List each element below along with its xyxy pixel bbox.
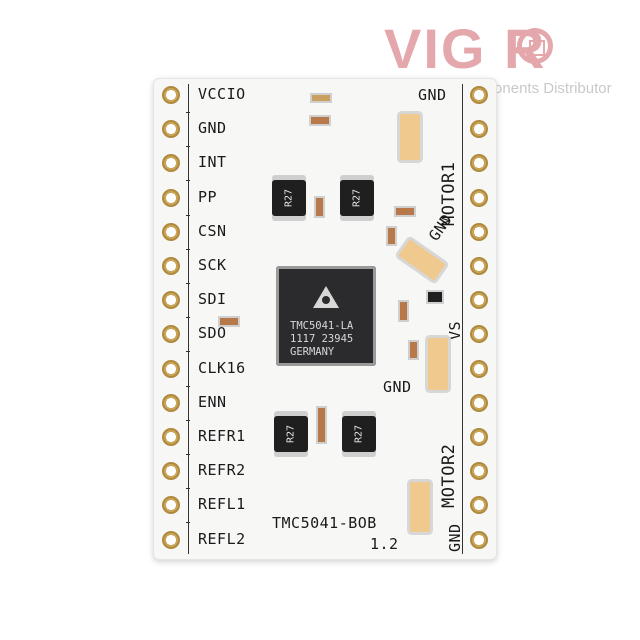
chip-date-code: 1117 23945 bbox=[290, 333, 354, 345]
left-pin-pad bbox=[162, 359, 180, 378]
right-pin-pad bbox=[470, 393, 488, 412]
smd-part-top bbox=[311, 117, 329, 124]
right-pin-pad bbox=[470, 462, 488, 481]
capacitor-motor2 bbox=[410, 482, 430, 532]
pin-label: INT bbox=[198, 153, 227, 172]
pin-label: REFL1 bbox=[198, 495, 246, 514]
left-pin-pad bbox=[162, 325, 180, 344]
left-pin-pad bbox=[162, 154, 180, 173]
smd-part-right-mid bbox=[388, 228, 395, 244]
chip-logo-icon bbox=[517, 28, 553, 64]
pin-label: PP bbox=[198, 187, 218, 206]
resistor-r27-bottom-right: R27 bbox=[342, 416, 376, 452]
right-pin-pad bbox=[470, 154, 488, 173]
smd-part-left bbox=[220, 318, 238, 325]
right-pin-pad bbox=[470, 428, 488, 446]
left-pin-pad bbox=[162, 86, 180, 104]
left-pin-pad bbox=[162, 496, 180, 515]
left-pin-pad bbox=[162, 120, 180, 139]
right-pin-pad bbox=[470, 188, 488, 207]
left-pin-pad bbox=[162, 222, 180, 241]
smd-part-vs bbox=[410, 342, 417, 358]
capacitor-motor1 bbox=[400, 114, 420, 160]
left-pin-pad bbox=[162, 462, 180, 481]
right-header-outline bbox=[462, 84, 463, 554]
right-pin-pad bbox=[470, 325, 488, 344]
right-pin-pad bbox=[470, 222, 488, 241]
left-pin-pad bbox=[162, 291, 180, 310]
resistor-r27-bottom-left: R27 bbox=[274, 416, 308, 452]
right-pin-pad bbox=[470, 291, 488, 310]
pin-label: CSN bbox=[198, 221, 227, 240]
label-motor2: MOTOR2 bbox=[439, 443, 459, 508]
board-version: 1.2 bbox=[370, 535, 399, 553]
left-header-outline bbox=[188, 84, 189, 554]
tmc5041-chip: TMC5041-LA 1117 23945 GERMANY bbox=[276, 266, 376, 366]
resistor-r27-top-left: R27 bbox=[272, 180, 306, 216]
pin-label: SDI bbox=[198, 290, 227, 309]
left-pin-pad bbox=[162, 188, 180, 207]
capacitor-vs bbox=[428, 338, 448, 390]
right-pin-pad bbox=[470, 86, 488, 104]
pin-label: REFR1 bbox=[198, 427, 246, 445]
pin-label: ENN bbox=[198, 392, 227, 411]
right-pin-pad bbox=[470, 120, 488, 139]
pin-label: CLK16 bbox=[198, 358, 246, 377]
label-gnd-bottom: GND bbox=[446, 523, 464, 552]
pin-label: REFL2 bbox=[198, 529, 246, 548]
triangle-logo-icon bbox=[313, 286, 339, 308]
label-gnd-lower: GND bbox=[383, 378, 412, 396]
smd-diode bbox=[428, 292, 442, 302]
board-name: TMC5041-BOB bbox=[272, 514, 377, 532]
left-pin-pad bbox=[162, 257, 180, 275]
label-vs: VS bbox=[446, 320, 464, 340]
smd-part-center-bottom bbox=[318, 408, 325, 442]
left-pin-pad bbox=[162, 530, 180, 549]
pin-label: GND bbox=[198, 119, 227, 138]
smd-part-right-top bbox=[396, 208, 414, 215]
right-pin-pad bbox=[470, 496, 488, 515]
pin-label: SCK bbox=[198, 256, 227, 274]
right-pin-pad bbox=[470, 530, 488, 549]
right-pin-pad bbox=[470, 359, 488, 378]
smd-part-right-lower bbox=[400, 302, 407, 320]
chip-origin: GERMANY bbox=[290, 346, 335, 358]
left-pin-pad bbox=[162, 393, 180, 412]
smd-part-center-top bbox=[316, 198, 323, 216]
right-pin-pad bbox=[470, 257, 488, 275]
pin-label: SDO bbox=[198, 324, 227, 343]
pin-label: VCCIO bbox=[198, 85, 246, 103]
chip-part-number: TMC5041-LA bbox=[290, 320, 354, 332]
left-pin-pad bbox=[162, 428, 180, 446]
pin-label: REFR2 bbox=[198, 461, 246, 480]
smd-led-top bbox=[312, 95, 330, 101]
label-gnd-top: GND bbox=[418, 86, 447, 104]
resistor-r27-top-right: R27 bbox=[340, 180, 374, 216]
